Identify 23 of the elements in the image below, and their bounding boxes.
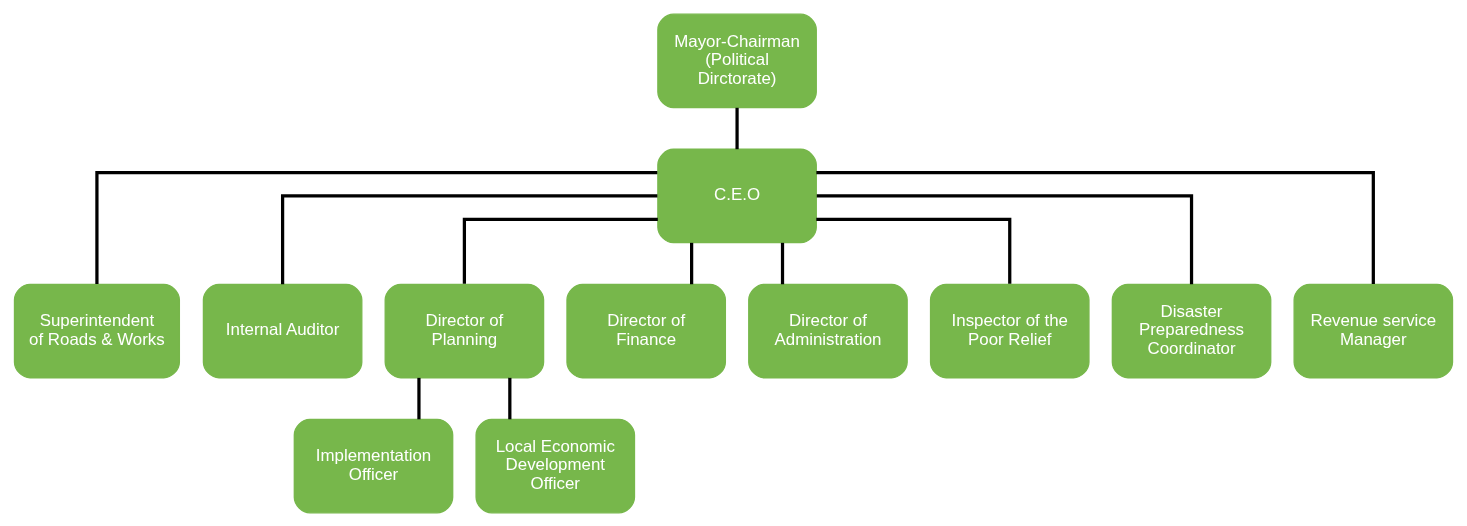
node-box: C.E.O	[657, 148, 817, 243]
connector	[281, 193, 658, 284]
connector	[735, 107, 739, 149]
connector	[816, 217, 1012, 284]
connector	[95, 170, 658, 284]
connector	[690, 242, 694, 284]
node-box: Internal Auditor	[202, 283, 363, 378]
node-box: Revenue service Manager	[1293, 283, 1454, 378]
connector	[462, 217, 658, 284]
node-box: Director of Planning	[384, 283, 545, 378]
node-box: Director of Finance	[566, 283, 727, 378]
node-box: Implementation Officer	[293, 418, 454, 513]
node-box: Inspector of the Poor Relief	[929, 283, 1090, 378]
connector	[780, 242, 785, 284]
node-box: Director of Administration	[748, 283, 908, 378]
connector	[816, 193, 1194, 284]
node-box: Local Economic Development Officer	[475, 418, 636, 513]
node-box: Disaster Preparedness Coordinator	[1111, 283, 1272, 378]
connector	[508, 377, 512, 419]
connector	[417, 377, 421, 419]
node-box: Superintendent of Roads & Works	[13, 283, 181, 378]
node-box: Mayor-Chairman (Political Dirctorate)	[657, 13, 817, 108]
connector	[816, 170, 1375, 284]
